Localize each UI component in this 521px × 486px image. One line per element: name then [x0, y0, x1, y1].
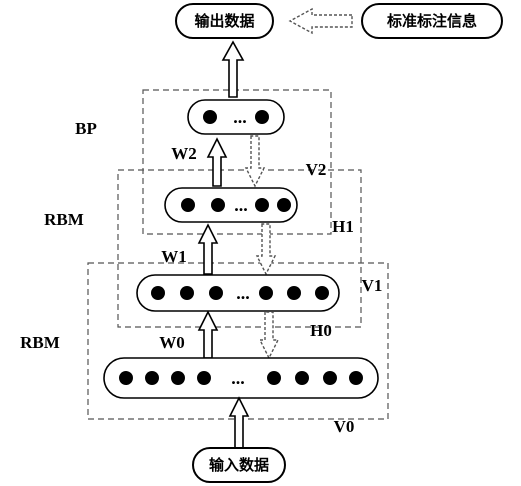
layer-ellipsis: ...: [231, 368, 245, 388]
input-arrow: [228, 396, 250, 449]
h0-label: H0: [310, 321, 332, 340]
v1-label: V1: [362, 276, 383, 295]
bp-feedback-arrow: [244, 135, 266, 188]
neuron: [171, 371, 185, 385]
neuron: [151, 286, 165, 300]
visible-input-layer: [103, 357, 379, 399]
neuron: [211, 198, 225, 212]
neuron: [145, 371, 159, 385]
neuron: [315, 286, 329, 300]
rbm-lower-reconstruct-arrow: [258, 311, 280, 360]
neuron: [287, 286, 301, 300]
neuron: [181, 198, 195, 212]
w0-label: W0: [159, 333, 185, 352]
neuron: [323, 371, 337, 385]
neuron: [255, 198, 269, 212]
neuron: [180, 286, 194, 300]
rbm-lower-section-label: RBM: [20, 333, 60, 352]
neuron: [209, 286, 223, 300]
w2-up-arrow: [206, 137, 228, 187]
label-info-node-label: 标准标注信息: [386, 12, 477, 30]
w1-label: W1: [161, 247, 187, 266]
neuron: [119, 371, 133, 385]
neuron: [197, 371, 211, 385]
rbm-upper-section-label: RBM: [44, 210, 84, 229]
output-node-label: 输出数据: [194, 12, 254, 30]
neuron: [267, 371, 281, 385]
neuron: [203, 110, 217, 124]
v0-label: V0: [334, 417, 355, 436]
output-arrow: [221, 40, 245, 98]
neuron: [255, 110, 269, 124]
rbm-upper-reconstruct-arrow: [255, 223, 277, 276]
bp-output-layer: [187, 99, 285, 135]
w1-up-arrow: [197, 223, 219, 275]
layer-ellipsis: ...: [236, 283, 250, 303]
output-node: [175, 3, 274, 39]
rbm-lower-hidden-layer: [136, 274, 340, 312]
label-info-node: [361, 3, 503, 39]
input-node-label: 输入数据: [209, 456, 269, 474]
input-node: [192, 447, 286, 483]
layer-ellipsis: ...: [234, 195, 248, 215]
w2-label: W2: [171, 144, 197, 163]
v2-label: V2: [306, 160, 327, 179]
layer-ellipsis: ...: [233, 107, 247, 127]
neuron: [259, 286, 273, 300]
label-feed-arrow: [288, 7, 353, 35]
bp-section-label: BP: [75, 119, 97, 138]
rbm-upper-hidden-layer: [164, 187, 298, 223]
w0-up-arrow: [197, 310, 219, 359]
neuron: [295, 371, 309, 385]
rbm-upper-section-box: [117, 169, 362, 328]
neuron: [349, 371, 363, 385]
neuron: [277, 198, 291, 212]
h1-label: H1: [332, 217, 354, 236]
